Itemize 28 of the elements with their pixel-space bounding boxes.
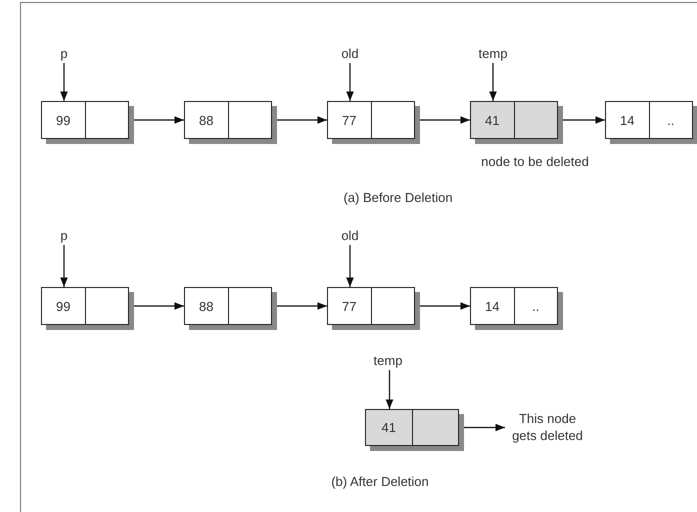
node-value: 77 xyxy=(342,298,356,314)
pointer-label: old xyxy=(332,46,368,62)
node-value: 99 xyxy=(56,112,70,128)
pointer-label: p xyxy=(49,46,79,62)
pointer-value: .. xyxy=(532,298,540,314)
node-value: 88 xyxy=(199,112,214,128)
arrow xyxy=(386,370,394,409)
node-value: 41 xyxy=(382,420,396,435)
pointer-label: temp xyxy=(370,353,406,369)
arrow xyxy=(346,245,354,287)
node-value: 41 xyxy=(485,112,500,128)
arrow xyxy=(346,63,354,101)
note-text: This node gets deleted xyxy=(505,410,590,446)
node-value: 14 xyxy=(620,112,634,128)
arrow xyxy=(60,245,68,287)
node-value: 77 xyxy=(342,112,356,128)
node-value: 88 xyxy=(199,298,214,314)
arrow xyxy=(60,63,68,101)
figure-caption: (b) After Deletion xyxy=(330,474,430,489)
pointer-label: p xyxy=(49,228,79,244)
node-value: 99 xyxy=(56,298,70,314)
pointer-label: temp xyxy=(475,46,511,62)
pointer-value: .. xyxy=(667,112,674,128)
arrow xyxy=(489,63,497,101)
node-value: 14 xyxy=(485,298,500,314)
figure-caption: (a) Before Deletion xyxy=(342,190,454,205)
node-caption: node to be deleted xyxy=(480,154,590,169)
pointer-label: old xyxy=(332,228,368,244)
